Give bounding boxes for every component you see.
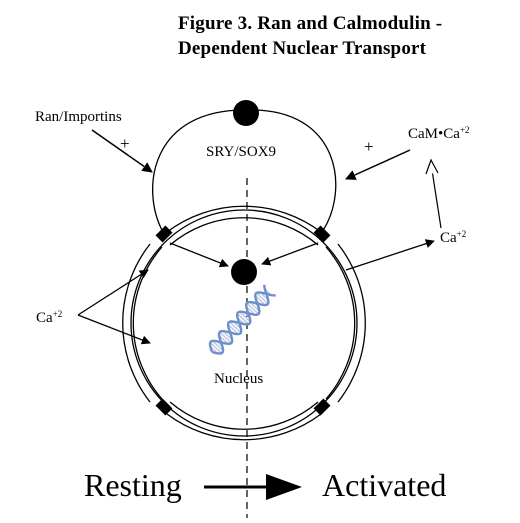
calcium-left-superscript: +2 [52, 309, 63, 319]
dna-strand-b [208, 284, 270, 353]
envelope-arc-right [337, 243, 366, 403]
envelope-arc-bottom [166, 413, 322, 441]
pore-bottom-right [313, 398, 331, 416]
cam-arrow [345, 149, 411, 180]
dna-rung [229, 321, 242, 334]
nuclear-envelope [122, 205, 366, 441]
plus-left-label: + [120, 134, 130, 153]
figure-title-line1: Figure 3. Ran and Calmodulin - [178, 13, 443, 34]
cam-calcium-label: CaM•Ca+2 [408, 125, 470, 143]
dna-rung [212, 340, 224, 352]
dna-helix-icon [208, 284, 276, 355]
dna-rung [254, 295, 266, 306]
dna-rung [249, 301, 260, 312]
dna-rung [222, 330, 233, 341]
dna-rung [219, 331, 232, 344]
dna-rung [218, 334, 229, 345]
figure-title-line2: Dependent Nuclear Transport [178, 38, 427, 59]
calcium-left-arrow-upper [77, 269, 149, 316]
envelope-arc-left [122, 243, 151, 403]
dna-rung [236, 313, 250, 325]
calcium-to-cam-line [431, 169, 442, 229]
dna-rung [227, 323, 239, 335]
calcium-left-label: Ca+2 [36, 309, 62, 327]
cam-superscript: +2 [459, 125, 470, 135]
pore-top-right [313, 225, 331, 243]
resting-label: Resting [84, 467, 182, 503]
plus-right-label: + [364, 137, 374, 156]
calcium-right-superscript: +2 [456, 229, 467, 239]
envelope-arc-top [166, 205, 322, 233]
import-arrow-right [261, 242, 319, 266]
pore-bottom-left [155, 398, 173, 416]
calcium-left-arrow-lower [77, 314, 151, 345]
calcium-right-text: Ca [440, 230, 457, 246]
calcium-to-cam-open-arrowhead [425, 158, 439, 175]
dna-rung [239, 311, 251, 323]
calcium-right-label: Ca+2 [440, 229, 466, 247]
dna-strand-a [211, 291, 276, 355]
nucleus-label: Nucleus [214, 371, 264, 387]
sry-sox9-label: SRY/SOX9 [206, 144, 277, 160]
nuclear-pores [155, 225, 331, 416]
cytoplasm-loop-right [247, 109, 337, 233]
pore-top-left [155, 225, 173, 243]
activated-label: Activated [322, 467, 447, 503]
resting-to-activated-arrowhead [266, 474, 302, 500]
dna-rung [256, 292, 269, 305]
dna-rung [209, 341, 223, 354]
cytoplasm-loop-left [152, 109, 249, 233]
nuclear-protein-dot [231, 259, 257, 285]
import-arrow-left [169, 242, 229, 268]
calcium-efflux-arrow [345, 239, 435, 271]
calcium-left-text: Ca [36, 310, 53, 326]
nucleus-envelope-inner [130, 209, 358, 437]
ran-importins-label: Ran/Importins [35, 109, 122, 125]
cam-text: CaM•Ca [408, 126, 460, 142]
sry-sox9-protein-dot [233, 100, 259, 126]
dna-rung [246, 302, 259, 315]
ran-importins-arrow [91, 129, 153, 173]
